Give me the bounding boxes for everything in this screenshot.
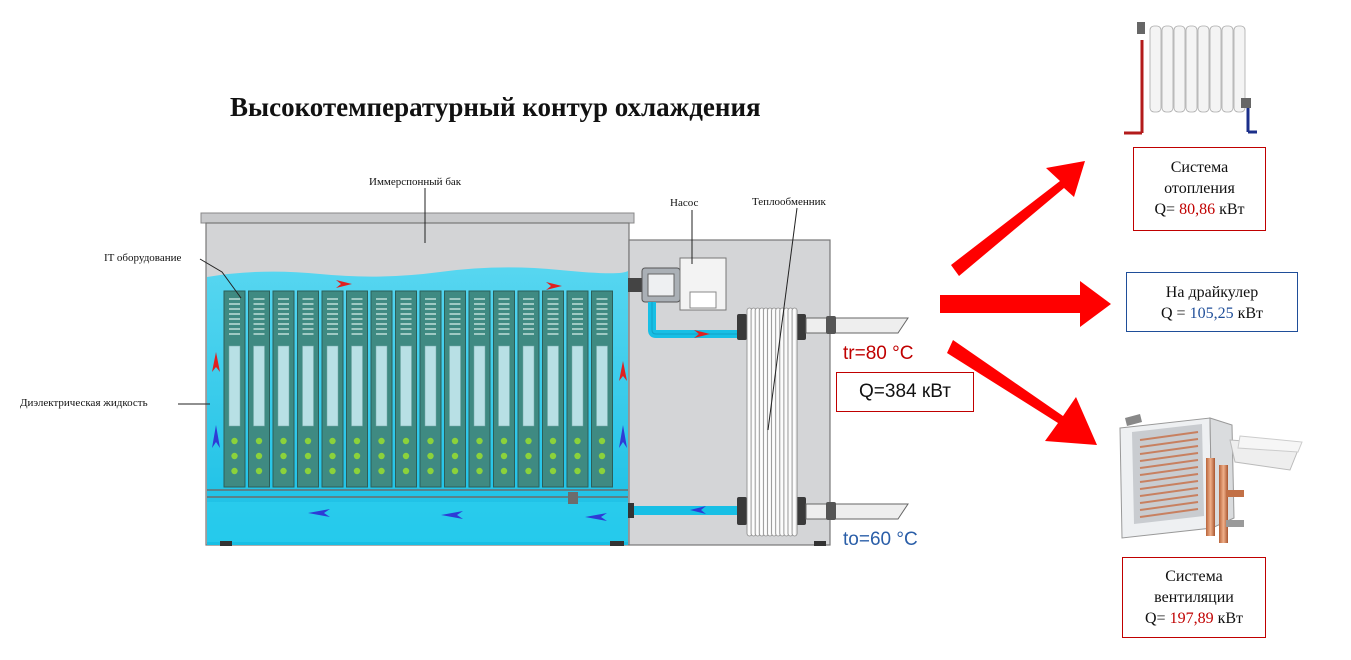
arrow-to-ventilation xyxy=(947,340,1097,445)
server-blade xyxy=(566,290,589,488)
server-blade xyxy=(370,290,393,488)
arrow-to-heating xyxy=(951,161,1085,276)
ventilation-line1: Система xyxy=(1165,568,1223,585)
server-blade xyxy=(444,290,466,488)
pump xyxy=(628,257,740,338)
heating-line1: Система xyxy=(1170,159,1229,176)
ventilation-system-box: Система вентиляции Q= 197,89 кВт xyxy=(1122,557,1266,638)
heating-line2: отопления xyxy=(1164,180,1235,197)
drycooler-box: На драйкулер Q = 105,25 кВт xyxy=(1126,272,1298,332)
server-blade xyxy=(419,290,442,488)
server-blade xyxy=(346,290,368,488)
label-pump: Насос xyxy=(670,197,699,209)
label-heat-exchanger: Теплообменник xyxy=(752,196,826,208)
server-blade xyxy=(297,290,319,488)
server-blade xyxy=(272,290,295,488)
return-temperature: to=60 °C xyxy=(843,529,918,550)
server-blade xyxy=(542,290,564,488)
radiator-image xyxy=(1124,22,1257,135)
server-blade xyxy=(223,290,246,488)
server-blade xyxy=(591,290,613,488)
ventilation-line2: вентиляции xyxy=(1154,589,1234,606)
drycooler-line1: На драйкулер xyxy=(1165,284,1259,301)
label-leaders xyxy=(178,188,798,431)
ventilation-unit-image xyxy=(1119,414,1303,543)
outlet-pipes xyxy=(805,316,909,520)
heat-exchanger xyxy=(737,307,806,537)
return-pipe xyxy=(628,503,740,518)
arrow-to-drycooler xyxy=(940,281,1111,327)
server-blade xyxy=(493,290,515,488)
server-blade xyxy=(395,290,417,488)
heating-power: Q= 80,86 кВт xyxy=(1154,201,1245,218)
server-blade xyxy=(321,290,344,488)
total-power-value: Q=384 кВт xyxy=(859,381,951,402)
supply-temperature: tr=80 °C xyxy=(843,343,914,364)
output-arrows xyxy=(940,161,1111,445)
ventilation-power: Q= 197,89 кВт xyxy=(1144,610,1243,627)
it-equipment-servers xyxy=(223,290,613,488)
heating-system-box: Система отопления Q= 80,86 кВт xyxy=(1133,147,1266,231)
flow-arrows-tank xyxy=(212,280,627,521)
server-blade xyxy=(248,290,270,488)
label-dielectric-liquid: Диэлектрическая жидкость xyxy=(20,397,148,409)
total-power-box: Q=384 кВт xyxy=(836,372,974,412)
server-blade xyxy=(517,290,540,488)
diagram-title: Высокотемпературный контур охлаждения xyxy=(230,92,761,122)
label-immersion-tank: Иммерспонный бак xyxy=(369,176,462,188)
server-blade xyxy=(468,290,491,488)
drycooler-power: Q = 105,25 кВт xyxy=(1160,305,1263,322)
label-it-equipment: IT оборудование xyxy=(104,252,182,264)
